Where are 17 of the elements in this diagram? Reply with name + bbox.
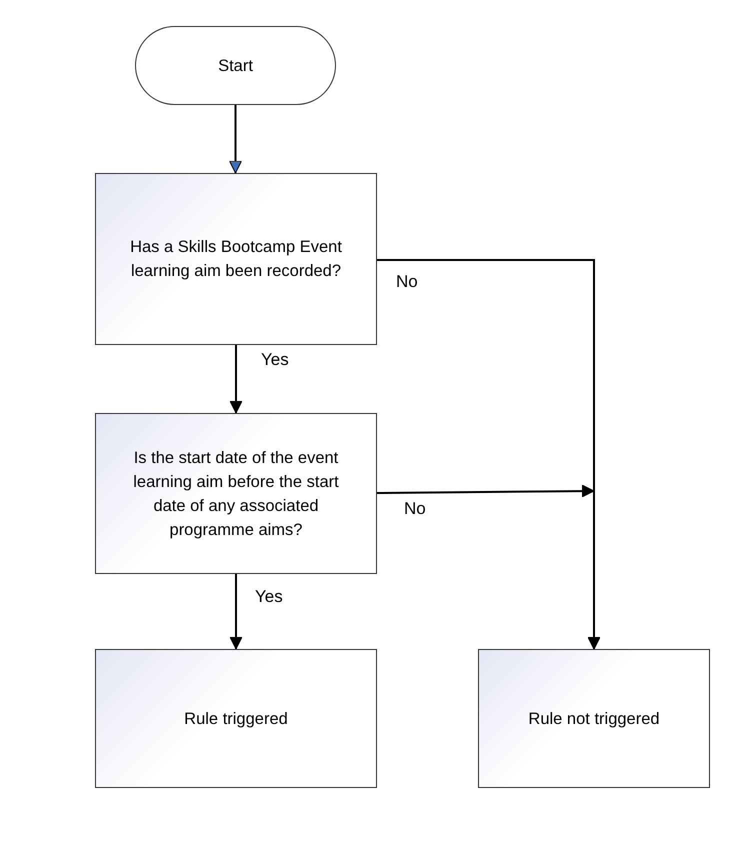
edge-label: Yes <box>255 587 283 607</box>
process-box <box>478 649 710 788</box>
process-box <box>95 173 377 345</box>
process-box <box>95 413 377 574</box>
node-text: Is the start date of the event learning aim before the start date of any associated programme aims? <box>132 448 340 540</box>
node-text: Rule not triggered <box>527 708 661 730</box>
arrow <box>377 485 600 649</box>
edge-label: No <box>396 272 418 292</box>
node-text: Start <box>217 56 254 76</box>
node-text: Has a Skills Bootcamp Event learning aim been recorded? <box>129 237 343 282</box>
node-text: Rule triggered <box>183 708 289 730</box>
arrow <box>229 105 242 174</box>
arrow <box>230 345 242 414</box>
process-box <box>95 649 377 788</box>
edge-label: Yes <box>261 350 289 370</box>
edge-label: No <box>404 499 426 519</box>
arrow <box>230 574 242 650</box>
